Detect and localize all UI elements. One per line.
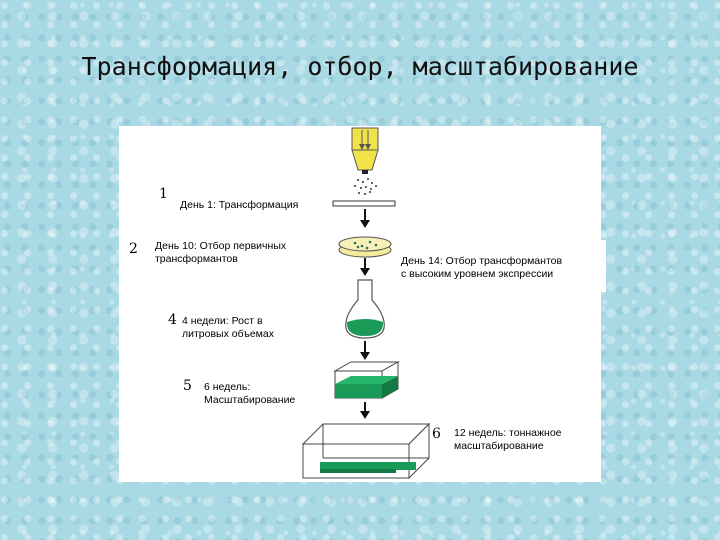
step-3-label: День 14: Отбор трансформантов с высоким … — [401, 255, 562, 281]
particle-spray — [354, 178, 377, 195]
small-bioreactor — [333, 361, 400, 399]
step-5-label-line2: Масштабирование — [204, 394, 296, 406]
target-plate — [332, 200, 396, 207]
step-2-label: День 10: Отбор первичных трансформантов — [155, 240, 286, 266]
large-bioreactor — [301, 422, 431, 480]
step-6-label: 12 недель: тоннажное масштабирование — [454, 427, 562, 453]
step-5-label: 6 недель: Масштабирование — [204, 381, 295, 407]
gene-gun-device — [351, 127, 379, 174]
slide-title: Трансформация, отбор, масштабирование — [81, 52, 639, 81]
step-5-label-line1: 6 недель: — [204, 381, 251, 393]
step-4-number: 4 — [168, 312, 177, 328]
culture-flask — [345, 279, 385, 339]
step-3-label-line1: День 14: Отбор трансформантов — [401, 255, 563, 267]
diagram-panel-extension — [600, 240, 606, 292]
step-5-number: 5 — [183, 378, 192, 394]
step-6-label-line1: 12 недель: тоннажное — [454, 427, 562, 439]
petri-dish — [338, 236, 392, 258]
step-6-number: 6 — [432, 426, 441, 442]
step-4-label-line2: литровых объемах — [182, 328, 274, 340]
step-3-label-line2: с высоким уровнем экспрессии — [401, 268, 554, 280]
arrow-3 — [360, 341, 370, 360]
step-1-label: День 1: Трансформация — [180, 199, 299, 211]
arrow-1 — [360, 209, 370, 228]
step-2-label-line2: трансформантов — [155, 253, 238, 265]
step-2-label-line1: День 10: Отбор первичных — [155, 240, 287, 252]
step-2-number: 2 — [129, 241, 138, 257]
step-1-number: 1 — [159, 186, 168, 202]
step-4-label: 4 недели: Рост в литровых объемах — [182, 315, 274, 341]
step-6-label-line2: масштабирование — [454, 440, 544, 452]
step-4-label-line1: 4 недели: Рост в — [182, 315, 263, 327]
arrow-2 — [360, 258, 370, 276]
arrow-4 — [360, 402, 370, 419]
